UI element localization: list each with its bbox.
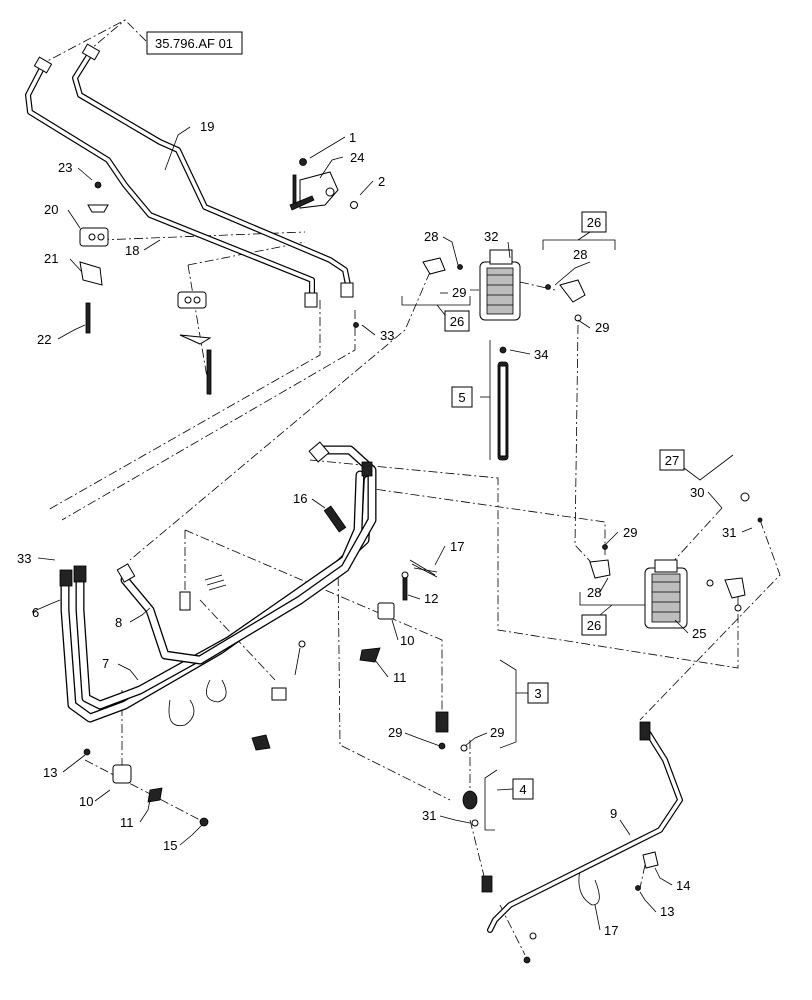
callout-2[interactable]: 2 bbox=[378, 174, 385, 189]
element-5[interactable] bbox=[497, 346, 509, 461]
callout-34[interactable]: 34 bbox=[534, 347, 548, 362]
boxed-callout-3[interactable]: 3 bbox=[527, 682, 549, 704]
component-3[interactable] bbox=[435, 711, 468, 752]
filter-32[interactable] bbox=[422, 249, 586, 322]
callout-28-left[interactable]: 28 bbox=[424, 229, 438, 244]
connector-center[interactable] bbox=[251, 640, 306, 751]
callout-33-top[interactable]: 33 bbox=[380, 328, 394, 343]
boxed-callout-26-upper-left[interactable]: 26 bbox=[444, 310, 470, 332]
svg-text:5: 5 bbox=[458, 390, 465, 405]
reference-box-label: 35.796.AF 01 bbox=[155, 36, 233, 51]
callout-11-left[interactable]: 11 bbox=[120, 815, 134, 830]
callout-30[interactable]: 30 bbox=[690, 485, 704, 500]
spring-17[interactable] bbox=[409, 559, 438, 578]
clamp-assembly-10-left[interactable] bbox=[83, 748, 209, 827]
bracket-lines bbox=[401, 231, 734, 831]
callout-29-left[interactable]: 29 bbox=[452, 285, 466, 300]
callout-24[interactable]: 24 bbox=[350, 150, 364, 165]
callout-12[interactable]: 12 bbox=[424, 591, 438, 606]
callout-23[interactable]: 23 bbox=[58, 160, 72, 175]
callout-8[interactable]: 8 bbox=[115, 615, 122, 630]
svg-text:4: 4 bbox=[519, 782, 526, 797]
callout-31-lower[interactable]: 31 bbox=[422, 808, 436, 823]
callout-18[interactable]: 18 bbox=[125, 243, 139, 258]
callout-29-right[interactable]: 29 bbox=[595, 320, 609, 335]
clamp-assembly-20[interactable] bbox=[79, 181, 109, 334]
callout-13-right[interactable]: 13 bbox=[660, 904, 674, 919]
callout-11-right[interactable]: 11 bbox=[393, 670, 407, 685]
hose-8[interactable] bbox=[120, 445, 377, 665]
boxed-callout-5[interactable]: 5 bbox=[451, 386, 473, 408]
bracket-24[interactable] bbox=[289, 158, 359, 328]
boxed-callout-4[interactable]: 4 bbox=[512, 778, 534, 800]
leader-lines bbox=[31, 126, 753, 931]
reference-box[interactable]: 35.796.AF 01 bbox=[146, 31, 243, 55]
steel-line-18[interactable] bbox=[72, 51, 351, 288]
callout-25[interactable]: 25 bbox=[692, 626, 706, 641]
boxed-callout-27[interactable]: 27 bbox=[659, 449, 685, 471]
callout-7[interactable]: 7 bbox=[102, 656, 109, 671]
callout-15[interactable]: 15 bbox=[163, 838, 177, 853]
callout-29-lower-right[interactable]: 29 bbox=[490, 725, 504, 740]
callout-16[interactable]: 16 bbox=[293, 491, 307, 506]
hose-9[interactable] bbox=[481, 721, 683, 964]
clamp-assembly-10-right[interactable] bbox=[359, 571, 409, 663]
callout-9[interactable]: 9 bbox=[610, 806, 617, 821]
callout-10-right[interactable]: 10 bbox=[400, 633, 414, 648]
component-4[interactable] bbox=[462, 790, 479, 827]
boxed-callout-26-lower[interactable]: 26 bbox=[581, 614, 607, 636]
callout-19[interactable]: 19 bbox=[200, 119, 214, 134]
callout-31-right[interactable]: 31 bbox=[722, 525, 736, 540]
callout-1[interactable]: 1 bbox=[349, 130, 356, 145]
clamp-assembly-centre[interactable] bbox=[177, 291, 212, 395]
callout-10-left[interactable]: 10 bbox=[79, 794, 93, 809]
boxed-callout-26-upper-right[interactable]: 26 bbox=[581, 211, 607, 233]
callout-29-mid[interactable]: 29 bbox=[623, 525, 637, 540]
pipe-nuts bbox=[33, 43, 354, 308]
callout-28-mid[interactable]: 28 bbox=[587, 585, 601, 600]
callout-21[interactable]: 21 bbox=[44, 251, 58, 266]
svg-text:26: 26 bbox=[587, 215, 601, 230]
svg-text:3: 3 bbox=[534, 686, 541, 701]
callout-22[interactable]: 22 bbox=[37, 332, 51, 347]
callout-13-left[interactable]: 13 bbox=[43, 765, 57, 780]
svg-text:26: 26 bbox=[587, 618, 601, 633]
filter-25[interactable] bbox=[589, 492, 763, 629]
callout-33-left[interactable]: 33 bbox=[17, 551, 31, 566]
callout-32[interactable]: 32 bbox=[484, 229, 498, 244]
callout-17-lower[interactable]: 17 bbox=[604, 923, 618, 938]
callout-labels: 19 1 24 2 23 20 18 21 22 33 28 32 28 29 … bbox=[17, 119, 736, 938]
callout-28-right[interactable]: 28 bbox=[573, 247, 587, 262]
cable-ties bbox=[168, 574, 600, 906]
svg-text:26: 26 bbox=[450, 314, 464, 329]
callout-20[interactable]: 20 bbox=[44, 202, 58, 217]
callout-29-lower-left[interactable]: 29 bbox=[388, 725, 402, 740]
callout-17-upper[interactable]: 17 bbox=[450, 539, 464, 554]
svg-text:27: 27 bbox=[665, 453, 679, 468]
hose-6-7[interactable] bbox=[60, 470, 373, 723]
sleeve-16[interactable] bbox=[323, 505, 347, 533]
callout-6[interactable]: 6 bbox=[32, 605, 39, 620]
hose-fittings bbox=[59, 441, 373, 611]
callout-14[interactable]: 14 bbox=[676, 878, 690, 893]
steel-line-19[interactable] bbox=[25, 65, 315, 298]
